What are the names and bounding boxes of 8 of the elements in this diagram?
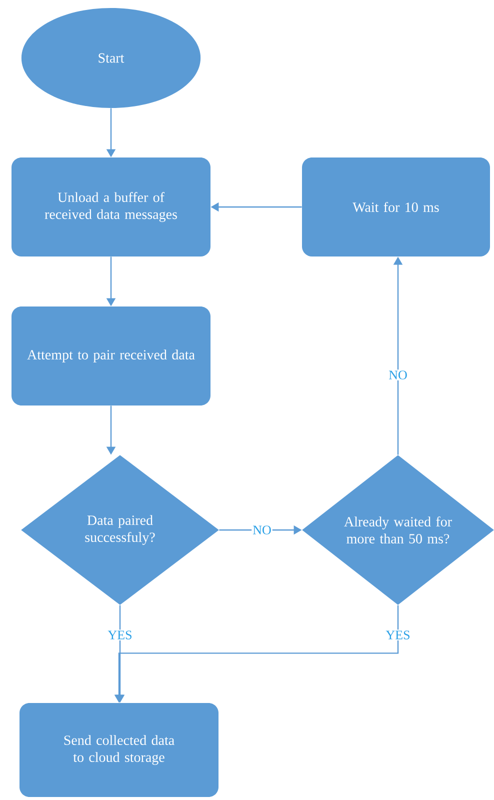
process-box: Attempt to pair received data xyxy=(12,306,210,406)
edge-label: YES xyxy=(106,630,134,640)
process-box: Send collected data to cloud storage xyxy=(20,703,218,797)
process-box: Wait for 10 ms xyxy=(302,158,490,256)
edge-label: NO xyxy=(388,370,408,380)
edge-label: YES xyxy=(384,630,412,640)
edge-label: NO xyxy=(252,524,272,536)
process-box: Unload a buffer of received data messages xyxy=(12,158,210,256)
